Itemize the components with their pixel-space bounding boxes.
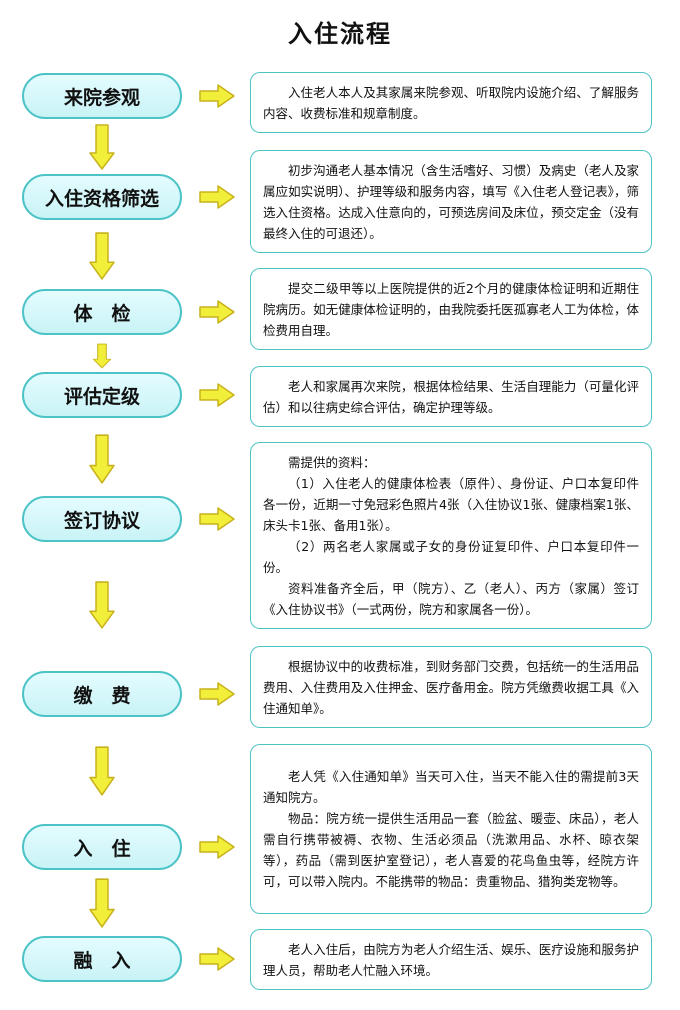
description-text: 资料准备齐全后，甲（院方）、乙（老人）、丙方（家属）签订《入住协议书》（一式两份… [263,580,639,617]
right-arrow-icon [199,947,235,971]
down-arrow-icon [89,746,115,796]
step-assessment-description: 老人和家属再次来院，根据体检结果、生活自理能力（可量化评估）和以往病史综合评估，… [250,366,652,427]
right-arrow-icon [199,84,235,108]
right-arrow-icon [199,383,235,407]
down-arrow-icon [89,124,115,170]
right-arrow-icon [199,682,235,706]
right-arrow-icon [199,185,235,209]
down-arrow-icon [89,581,115,629]
down-arrow-icon [92,343,112,369]
down-arrow-icon [89,878,115,928]
step-screening-box: 入住资格筛选 [22,174,182,220]
description-text: 物品：院方统一提供生活用品一套（脸盆、暖壶、床品），老人需自行携带被褥、衣物、生… [263,811,639,889]
down-arrow-icon [89,232,115,280]
description-text: 老人凭《入住通知单》当天可入住，当天不能入住的需提前3天通知院方。 [263,769,639,805]
step-agreement-description: 需提供的资料： （1）入住老人的健康体检表（原件）、身份证、户口本复印件各一份，… [250,442,652,629]
step-checkin-description: 老人凭《入住通知单》当天可入住，当天不能入住的需提前3天通知院方。 物品：院方统… [250,744,652,914]
step-visit-description: 入住老人本人及其家属来院参观、听取院内设施介绍、了解服务内容、收费标准和规章制度… [250,72,652,133]
step-checkup-box: 体 检 [22,289,182,335]
right-arrow-icon [199,507,235,531]
description-text: （1）入住老人的健康体检表（原件）、身份证、户口本复印件各一份，近期一寸免冠彩色… [263,475,639,533]
step-payment-box: 缴 费 [22,671,182,717]
description-text: 根据协议中的收费标准，到财务部门交费，包括统一的生活用品费用、入住费用及入住押金… [263,658,639,716]
down-arrow-icon [89,434,115,484]
step-checkup-description: 提交二级甲等以上医院提供的近2个月的健康体检证明和近期住院病历。如无健康体检证明… [250,268,652,350]
step-agreement-box: 签订协议 [22,496,182,542]
description-text: （2）两名老人家属或子女的身份证复印件、户口本复印件一份。 [263,538,639,575]
page-title: 入住流程 [288,20,392,48]
step-screening-description: 初步沟通老人基本情况（含生活嗜好、习惯）及病史（老人及家属应如实说明）、护理等级… [250,150,652,253]
right-arrow-icon [199,300,235,324]
step-payment-description: 根据协议中的收费标准，到财务部门交费，包括统一的生活用品费用、入住费用及入住押金… [250,646,652,728]
description-text: 需提供的资料： [288,454,376,470]
step-visit-box: 来院参观 [22,73,182,119]
description-text: 老人入住后，由院方为老人介绍生活、娱乐、医疗设施和服务护理人员，帮助老人忙融入环… [263,941,639,978]
description-text: 老人和家属再次来院，根据体检结果、生活自理能力（可量化评估）和以往病史综合评估，… [263,378,639,415]
right-arrow-icon [199,835,235,859]
description-text: 提交二级甲等以上医院提供的近2个月的健康体检证明和近期住院病历。如无健康体检证明… [263,280,639,338]
description-text: 入住老人本人及其家属来院参观、听取院内设施介绍、了解服务内容、收费标准和规章制度… [263,84,639,121]
step-checkin-box: 入 住 [22,824,182,870]
step-integration-description: 老人入住后，由院方为老人介绍生活、娱乐、医疗设施和服务护理人员，帮助老人忙融入环… [250,929,652,990]
step-integration-box: 融 入 [22,936,182,982]
description-text: 初步沟通老人基本情况（含生活嗜好、习惯）及病史（老人及家属应如实说明）、护理等级… [263,162,639,241]
step-assessment-box: 评估定级 [22,372,182,418]
